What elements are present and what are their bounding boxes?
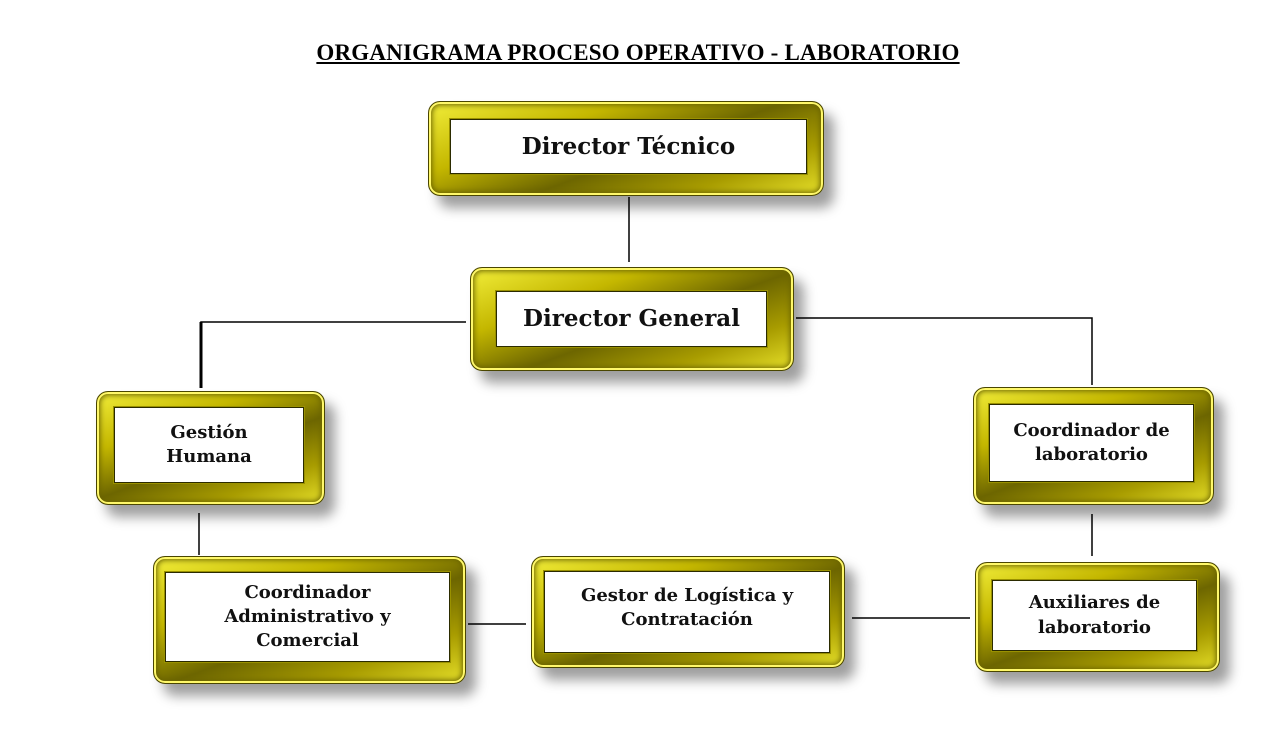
page-title: ORGANIGRAMA PROCESO OPERATIVO - LABORATO… bbox=[316, 40, 960, 65]
node-gestion-humana-label: Gestión Humana bbox=[166, 421, 252, 467]
node-director-tecnico: Director Técnico bbox=[428, 101, 824, 196]
node-director-general-label: Director General bbox=[523, 305, 740, 333]
node-gestor-logistica-label: Gestor de Logística y Contratación bbox=[580, 585, 794, 631]
node-coordinador-laboratorio-label: Coordinador de laboratorio bbox=[1013, 419, 1170, 465]
node-coordinador-laboratorio: Coordinador de laboratorio bbox=[973, 387, 1214, 505]
node-director-tecnico-label: Director Técnico bbox=[521, 132, 736, 160]
node-gestion-humana: Gestión Humana bbox=[96, 391, 325, 505]
node-gestor-logistica: Gestor de Logística y Contratación bbox=[531, 556, 845, 668]
node-auxiliares-laboratorio: Auxiliares de laboratorio bbox=[975, 562, 1220, 672]
node-coordinador-administrativo: Coordinador Administrativo y Comercial bbox=[153, 556, 466, 684]
node-director-general: Director General bbox=[470, 267, 794, 371]
node-auxiliares-laboratorio-label: Auxiliares de laboratorio bbox=[1028, 592, 1161, 638]
connector-director-general-to-gestion-humana bbox=[200, 321, 466, 388]
connector-director-general-to-coordinador-laboratorio bbox=[796, 317, 1093, 385]
node-coordinador-administrativo-label: Coordinador Administrativo y Comercial bbox=[224, 581, 391, 652]
